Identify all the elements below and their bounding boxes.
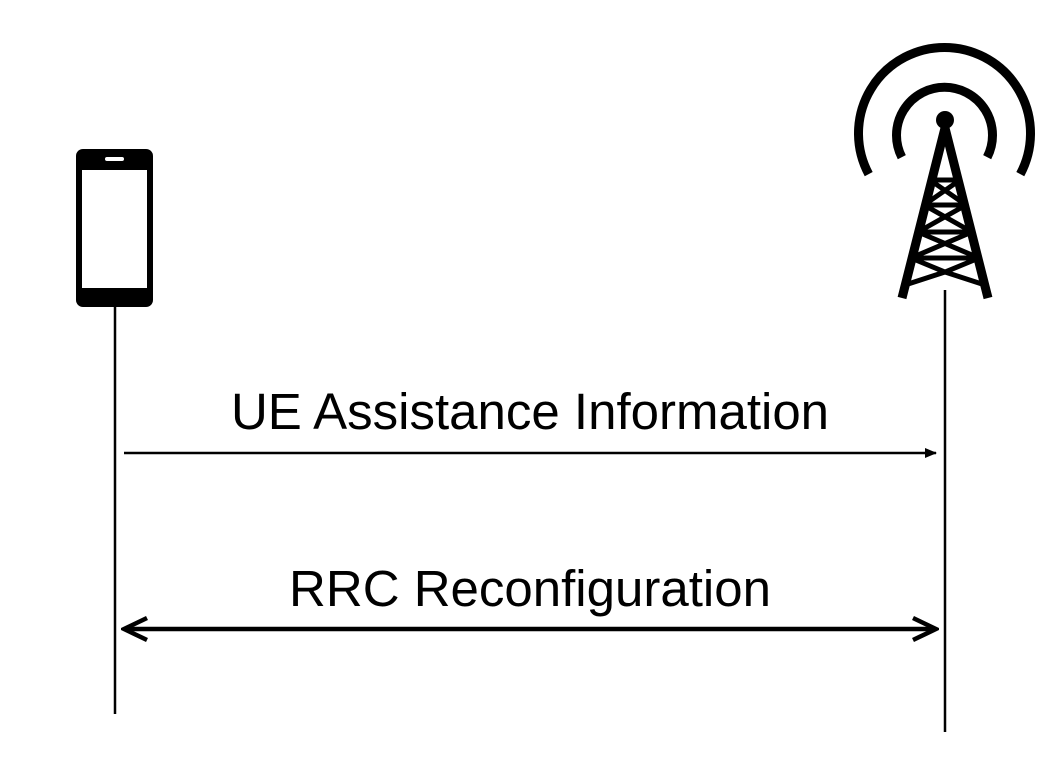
ue-assistance-information-label: UE Assistance Information bbox=[230, 383, 830, 440]
rrc-reconfiguration-label: RRC Reconfiguration bbox=[289, 560, 771, 617]
smartphone-icon bbox=[76, 149, 153, 307]
cell-tower-icon bbox=[854, 42, 1035, 300]
